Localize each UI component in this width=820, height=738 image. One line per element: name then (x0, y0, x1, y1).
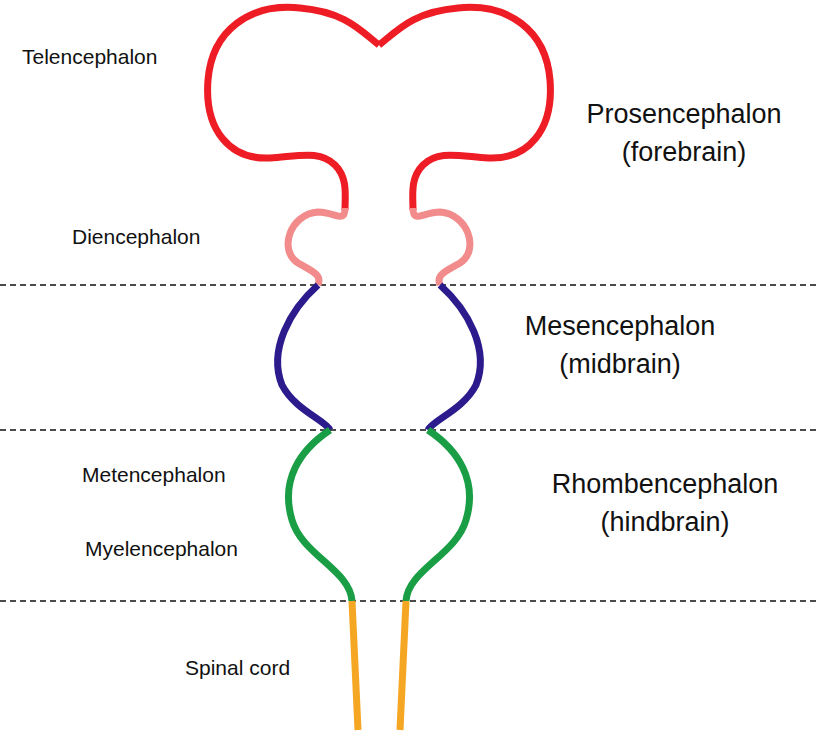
diencephalon-wall (288, 208, 345, 285)
divider-line (0, 600, 820, 601)
region-label: Spinal cord (185, 655, 290, 680)
region-label: Metencephalon (82, 462, 226, 487)
region-label: Mesencephalon (midbrain) (490, 308, 750, 384)
diencephalon-wall (413, 208, 470, 285)
left-wall (208, 7, 379, 730)
spinal-cord-wall (352, 601, 358, 730)
right-wall (379, 7, 550, 730)
mesencephalon-wall (278, 285, 330, 430)
divider-line (0, 429, 820, 430)
region-label: Myelencephalon (85, 536, 238, 561)
region-label: Rhombencephalon (hindbrain) (535, 466, 795, 542)
telencephalon-wall (208, 7, 379, 210)
region-label: Prosencephalon (forebrain) (554, 96, 814, 172)
spinal-cord-wall (400, 601, 406, 730)
region-label: Diencephalon (72, 224, 200, 249)
rhombencephalon-wall (406, 430, 470, 601)
mesencephalon-wall (428, 285, 480, 430)
telencephalon-wall (379, 7, 550, 210)
region-label: Telencephalon (22, 44, 157, 69)
rhombencephalon-wall (288, 430, 352, 601)
divider-line (0, 284, 820, 285)
